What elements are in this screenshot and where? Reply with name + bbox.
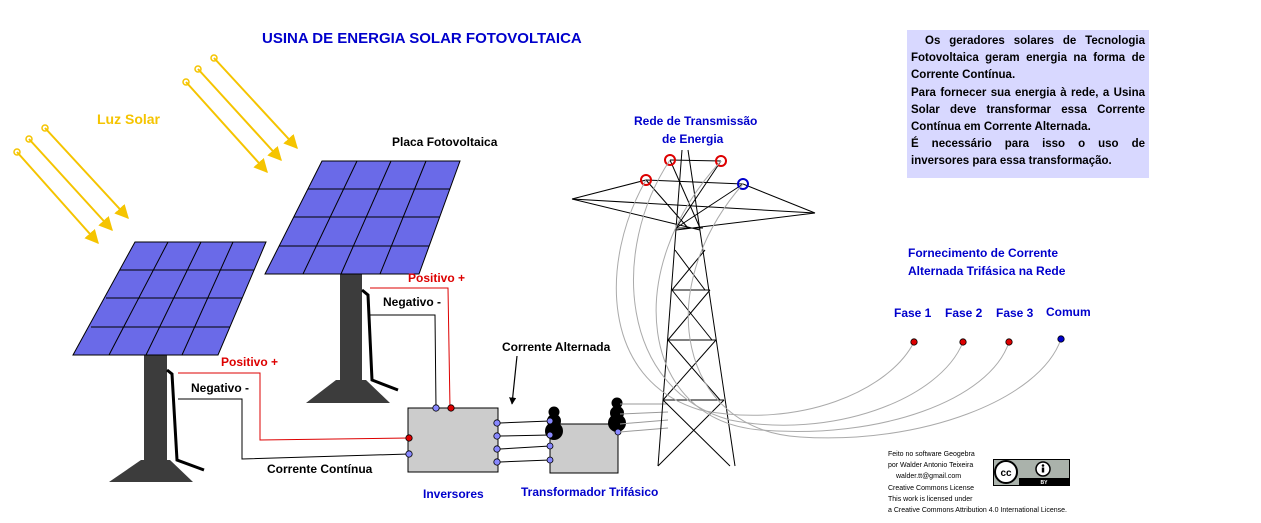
three-phase-transformer-label: Transformador Trifásico bbox=[521, 485, 658, 499]
transmission-tower bbox=[571, 149, 816, 467]
info-paragraph-3: É necessário para isso o uso de inversor… bbox=[911, 138, 1145, 168]
credit-line: walder.tt@gmail.com bbox=[896, 473, 962, 481]
solar-panel-2 bbox=[264, 160, 461, 275]
sun-ray bbox=[28, 138, 113, 232]
grid-label-line1: Rede de Transmissão bbox=[634, 114, 757, 128]
panel-1-positive-wire bbox=[178, 372, 410, 441]
panel-2-mount bbox=[306, 272, 399, 403]
phase-1-point bbox=[910, 338, 918, 346]
grid-label-line2: de Energia bbox=[662, 132, 724, 146]
inverters-label: Inversores bbox=[423, 487, 484, 501]
alternating-current-arrow bbox=[509, 355, 518, 405]
sun-ray bbox=[16, 151, 99, 245]
transmission-lines bbox=[615, 159, 1062, 439]
common-label: Comum bbox=[1046, 305, 1091, 319]
by-text: BY bbox=[1041, 480, 1049, 486]
panel-1-negative-wire bbox=[178, 398, 410, 460]
transformer-terminals bbox=[546, 417, 622, 464]
transformer-output-wires bbox=[619, 403, 669, 433]
neutral-insulator bbox=[737, 178, 749, 190]
credit-line: This work is licensed under bbox=[888, 495, 973, 503]
alternating-current-label: Corrente Alternada bbox=[502, 340, 611, 354]
credits: Feito no software Geogebra por Walder An… bbox=[888, 449, 1098, 516]
panel-2-positive-wire bbox=[370, 287, 451, 409]
cc-icon bbox=[994, 460, 1018, 484]
supply-label-line2: Alternada Trifásica na Rede bbox=[908, 264, 1066, 278]
phase-2-insulator bbox=[664, 154, 676, 166]
sun-ray bbox=[213, 57, 298, 150]
tower-conductor-terminals bbox=[640, 154, 749, 190]
phase-3-point bbox=[1005, 338, 1013, 346]
phase-1-label: Fase 1 bbox=[894, 306, 932, 320]
phase-3-label: Fase 3 bbox=[996, 306, 1034, 320]
credit-line: Feito no software Geogebra bbox=[888, 451, 975, 458]
sun-ray bbox=[197, 68, 282, 162]
ac-wires bbox=[499, 420, 551, 463]
credit-line: a Creative Commons Attribution 4.0 Inter… bbox=[888, 507, 1067, 515]
phase-2-label: Fase 2 bbox=[945, 306, 983, 320]
phase-1-insulator bbox=[640, 174, 652, 186]
panel-2-negative-wire bbox=[370, 314, 437, 409]
common-point bbox=[1057, 335, 1065, 343]
supply-label-line1: Fornecimento de Corrente bbox=[908, 246, 1058, 260]
info-box: Os geradores solares de Tecnologia Fotov… bbox=[907, 30, 1149, 178]
phase-2-point bbox=[959, 338, 967, 346]
panel-1-mount bbox=[109, 355, 205, 482]
photovoltaic-panel-label: Placa Fotovoltaica bbox=[392, 135, 498, 149]
cc-by-license-badge[interactable]: cc BY bbox=[993, 459, 1070, 486]
panel-2-negative-label: Negativo - bbox=[383, 295, 441, 309]
solar-panel-1 bbox=[72, 241, 267, 356]
info-paragraph-1: Os geradores solares de Tecnologia Fotov… bbox=[911, 35, 1145, 82]
diagram-title: USINA DE ENERGIA SOLAR FOTOVOLTAICA bbox=[262, 30, 582, 47]
panel-1-negative-label: Negativo - bbox=[191, 381, 249, 395]
credit-line: por Walder Antonio Teixeira bbox=[888, 462, 974, 470]
inverter-box bbox=[407, 407, 499, 473]
phase-3-insulator bbox=[715, 155, 727, 167]
sun-rays bbox=[16, 57, 298, 245]
sunlight-label: Luz Solar bbox=[97, 111, 161, 127]
cc-icon-text: cc bbox=[1000, 468, 1012, 479]
direct-current-label: Corrente Contínua bbox=[267, 462, 373, 476]
credit-line: Creative Commons License bbox=[888, 484, 974, 492]
info-paragraph-2: Para fornecer sua energia à rede, a Usin… bbox=[911, 86, 1145, 134]
panel-2-positive-label: Positivo + bbox=[408, 271, 465, 285]
sun-ray-origins bbox=[13, 54, 218, 156]
sun-ray bbox=[44, 127, 129, 220]
panel-1-positive-label: Positivo + bbox=[221, 355, 278, 369]
supply-points bbox=[910, 335, 1065, 346]
sun-ray bbox=[185, 81, 268, 174]
